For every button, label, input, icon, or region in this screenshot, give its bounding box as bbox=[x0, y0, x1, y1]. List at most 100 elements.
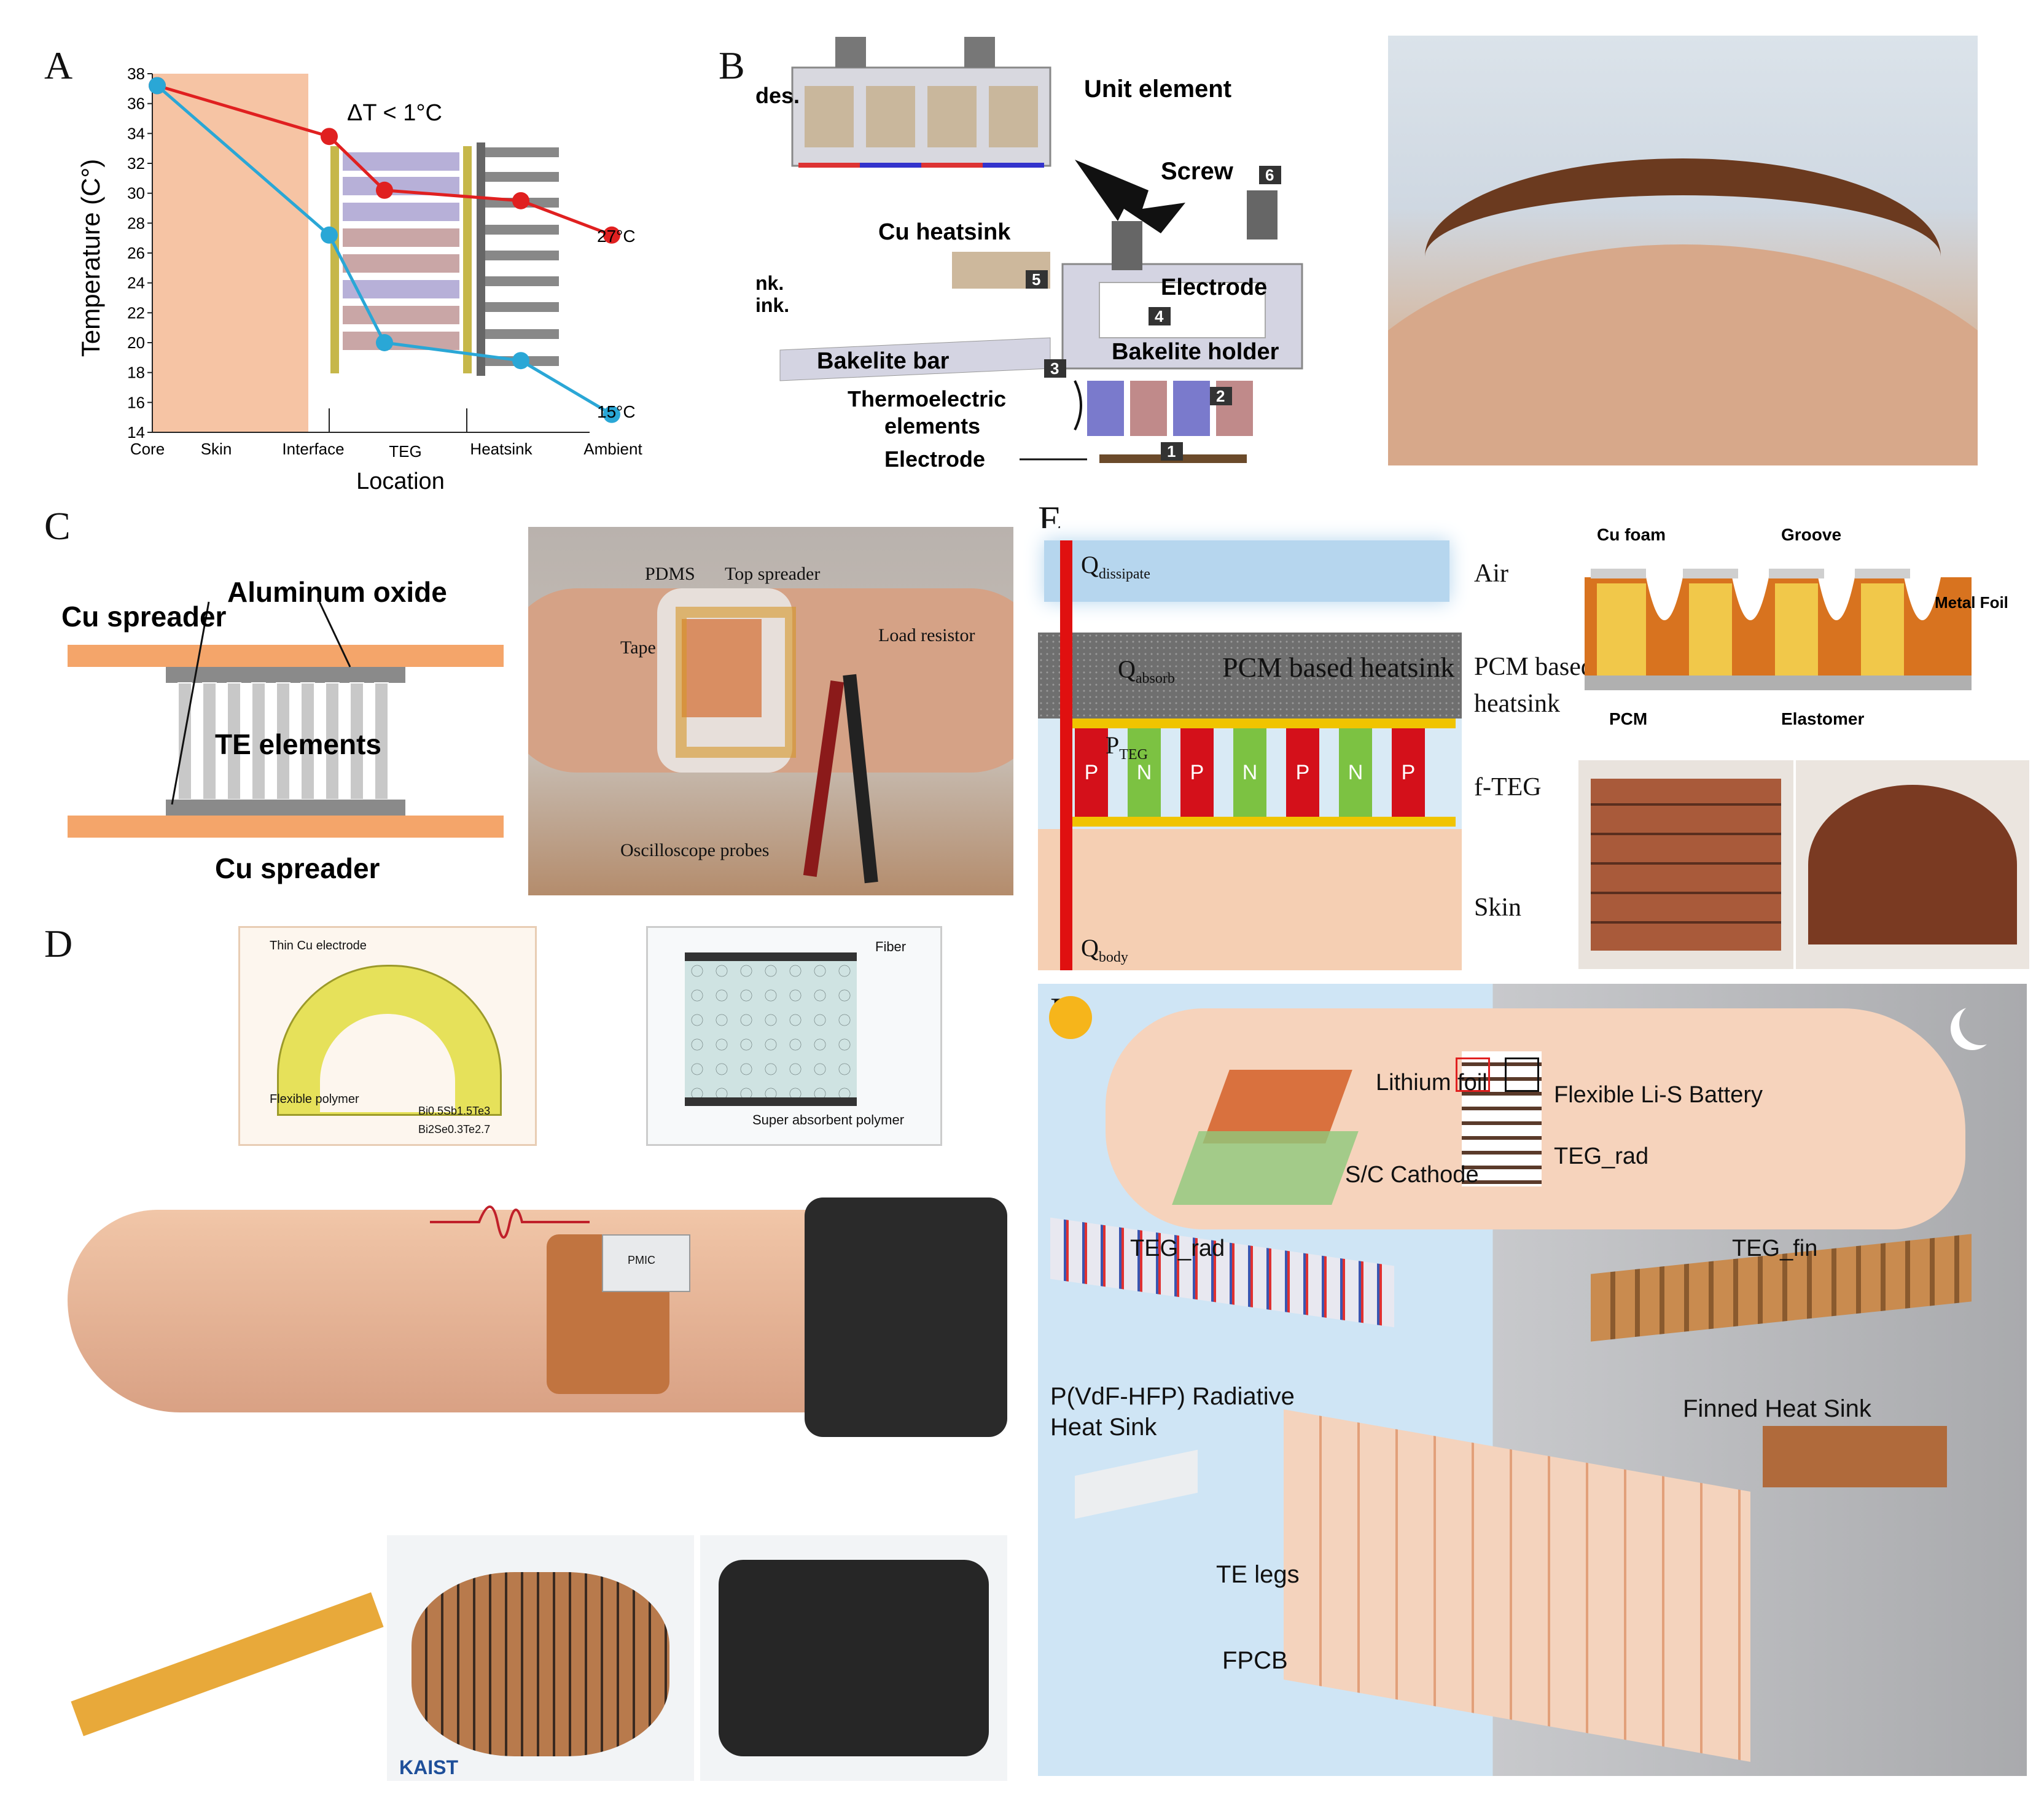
ytick-label: 36 bbox=[127, 95, 145, 113]
xtick-interface: Interface bbox=[282, 440, 344, 458]
fiber-polymer-inset: Fiber Super absorbent polymer bbox=[646, 926, 942, 1146]
label-nk: nk. bbox=[755, 272, 784, 294]
finned-heat-sink bbox=[1763, 1426, 1947, 1487]
ytick-label: 14 bbox=[127, 423, 145, 442]
ambient-top-label: 27°C bbox=[597, 227, 636, 246]
x-axis-label: Location bbox=[356, 469, 445, 494]
label-q-body: Qbody bbox=[1081, 934, 1128, 965]
panel-letter-a: A bbox=[44, 44, 73, 87]
label-cu-heatsink: Cu heatsink bbox=[878, 219, 1011, 245]
label-skin: Skin bbox=[1474, 894, 1522, 922]
ytick-label: 26 bbox=[127, 244, 145, 262]
label-fiber: Fiber bbox=[875, 939, 907, 954]
label-heatsink: heatsink bbox=[1474, 690, 1560, 718]
ytick-label: 22 bbox=[127, 303, 145, 322]
wearable-arm-photo: PMIC bbox=[68, 1161, 1007, 1492]
ytick-label: 38 bbox=[127, 64, 145, 83]
data-point bbox=[321, 128, 338, 146]
step-1: 1 bbox=[1167, 442, 1176, 461]
label-flexible-li-s-battery: Flexible Li-S Battery bbox=[1554, 1082, 1763, 1108]
label-thermoelectric: Thermoelectric bbox=[848, 386, 1006, 411]
te-leg-4: P bbox=[1286, 728, 1319, 817]
label-finned-heat-sink: Finned Heat Sink bbox=[1683, 1395, 1871, 1422]
te-block-2 bbox=[1130, 381, 1167, 436]
label-cu-spreader-top: Cu spreader bbox=[61, 601, 227, 633]
ytick-label: 34 bbox=[127, 124, 145, 142]
black-wristband bbox=[805, 1197, 1007, 1437]
fpcb-sheet bbox=[1284, 1409, 1750, 1762]
label-electrode-top: Electrode bbox=[1161, 275, 1267, 300]
label-thin-cu-electrode: Thin Cu electrode bbox=[270, 939, 367, 952]
label-fpcb: FPCB bbox=[1222, 1647, 1288, 1674]
unit-element-diagram: des. Unit element Screw Cu heatsink nk. … bbox=[755, 37, 1303, 472]
skin-region bbox=[152, 74, 308, 432]
xtick-core: Core bbox=[130, 440, 165, 458]
step-6: 6 bbox=[1265, 166, 1274, 184]
ytick-label: 32 bbox=[127, 154, 145, 173]
panel-letter-b: B bbox=[719, 44, 745, 87]
te-leg-5: N bbox=[1339, 728, 1372, 817]
flexible-teg-inset: Thin Cu electrode Flexible polymer Bi0.5… bbox=[238, 926, 537, 1146]
label-top-spreader: Top spreader bbox=[725, 564, 821, 584]
label-pcm-based: PCM based bbox=[1474, 653, 1594, 681]
label-te-legs: TE legs bbox=[1216, 1561, 1300, 1588]
label-des: des. bbox=[755, 83, 800, 108]
te-leg-0: P bbox=[1075, 728, 1108, 817]
wrist-teg-photo: PDMS Top spreader Tape Load resistor Osc… bbox=[528, 527, 1013, 895]
label-unit-element: Unit element bbox=[1084, 76, 1231, 103]
label-elements: elements bbox=[884, 413, 980, 438]
wrist-band-photo bbox=[1388, 36, 1978, 465]
label-pcm-based-heatsink: PCM based heatsink bbox=[1222, 652, 1455, 683]
label-super-absorbent-polymer: Super absorbent polymer bbox=[752, 1112, 905, 1127]
label-pvdf-heat-sink: Heat Sink bbox=[1050, 1414, 1157, 1441]
pcm-heatsink-cross-section: Cu foam Groove Metal Foil PCM Elastomer bbox=[1585, 525, 2008, 728]
label-bi-sb-te: Bi0.5Sb1.5Te3 bbox=[418, 1105, 491, 1117]
data-point bbox=[512, 352, 529, 370]
top-assembly bbox=[791, 37, 1051, 168]
xtick-ambient: Ambient bbox=[583, 440, 642, 458]
label-sc-cathode: S/C Cathode bbox=[1345, 1162, 1479, 1188]
ytick-label: 30 bbox=[127, 184, 145, 203]
label-teg-rad-top: TEG_rad bbox=[1554, 1143, 1649, 1169]
label-pmic: PMIC bbox=[628, 1254, 655, 1266]
teg-rad-strip bbox=[1462, 1051, 1542, 1186]
te-block-1 bbox=[1087, 381, 1124, 436]
x-ticks bbox=[329, 408, 467, 432]
label-bakelite-bar: Bakelite bar bbox=[817, 348, 950, 374]
label-air: Air bbox=[1474, 559, 1508, 588]
label-flexible-polymer: Flexible polymer bbox=[270, 1092, 359, 1106]
radiative-heat-sink bbox=[1075, 1449, 1198, 1519]
te-leg-2: P bbox=[1180, 728, 1214, 817]
teg-band bbox=[1425, 158, 1941, 355]
bent-fteg-photo bbox=[1796, 760, 2029, 969]
ytick-label: 18 bbox=[127, 364, 145, 382]
pmic-chip: PMIC bbox=[602, 1234, 690, 1292]
data-point bbox=[149, 77, 166, 95]
flexible-battery-diagram: F Lithium foil S/C Cathode Flexible Li-S… bbox=[1038, 984, 2027, 1776]
teg-cross-section: Cu spreader Aluminum oxide TE elements C… bbox=[61, 576, 504, 884]
label-pdms: PDMS bbox=[645, 564, 695, 584]
data-point bbox=[376, 334, 393, 351]
label-te-elements: TE elements bbox=[215, 728, 381, 760]
te-leg-3: N bbox=[1233, 728, 1266, 817]
label-lithium-foil: Lithium foil bbox=[1376, 1070, 1488, 1096]
label-p-teg: PTEG bbox=[1106, 731, 1148, 763]
label-kaist: KAIST bbox=[399, 1756, 458, 1778]
top-spreader bbox=[682, 619, 762, 717]
label-cu-foam: Cu foam bbox=[1597, 525, 1666, 544]
black-pad-photo bbox=[700, 1535, 1007, 1781]
skin-layer bbox=[1038, 829, 1462, 970]
label-pvdf-hfp: P(VdF-HFP) Radiative bbox=[1050, 1383, 1295, 1410]
label-bakelite-holder: Bakelite holder bbox=[1112, 339, 1279, 365]
label-q-dissipate: Qdissipate bbox=[1081, 551, 1150, 582]
label-screw: Screw bbox=[1161, 158, 1234, 185]
flex-pcb-photo bbox=[68, 1535, 387, 1738]
data-point bbox=[603, 226, 620, 244]
label-elastomer: Elastomer bbox=[1781, 709, 1864, 728]
teg-rad-sheet bbox=[1050, 1217, 1394, 1328]
label-pcm: PCM bbox=[1609, 709, 1647, 728]
sap-spheres bbox=[685, 959, 857, 1100]
sun-icon bbox=[1049, 996, 1092, 1039]
data-point bbox=[512, 192, 529, 209]
